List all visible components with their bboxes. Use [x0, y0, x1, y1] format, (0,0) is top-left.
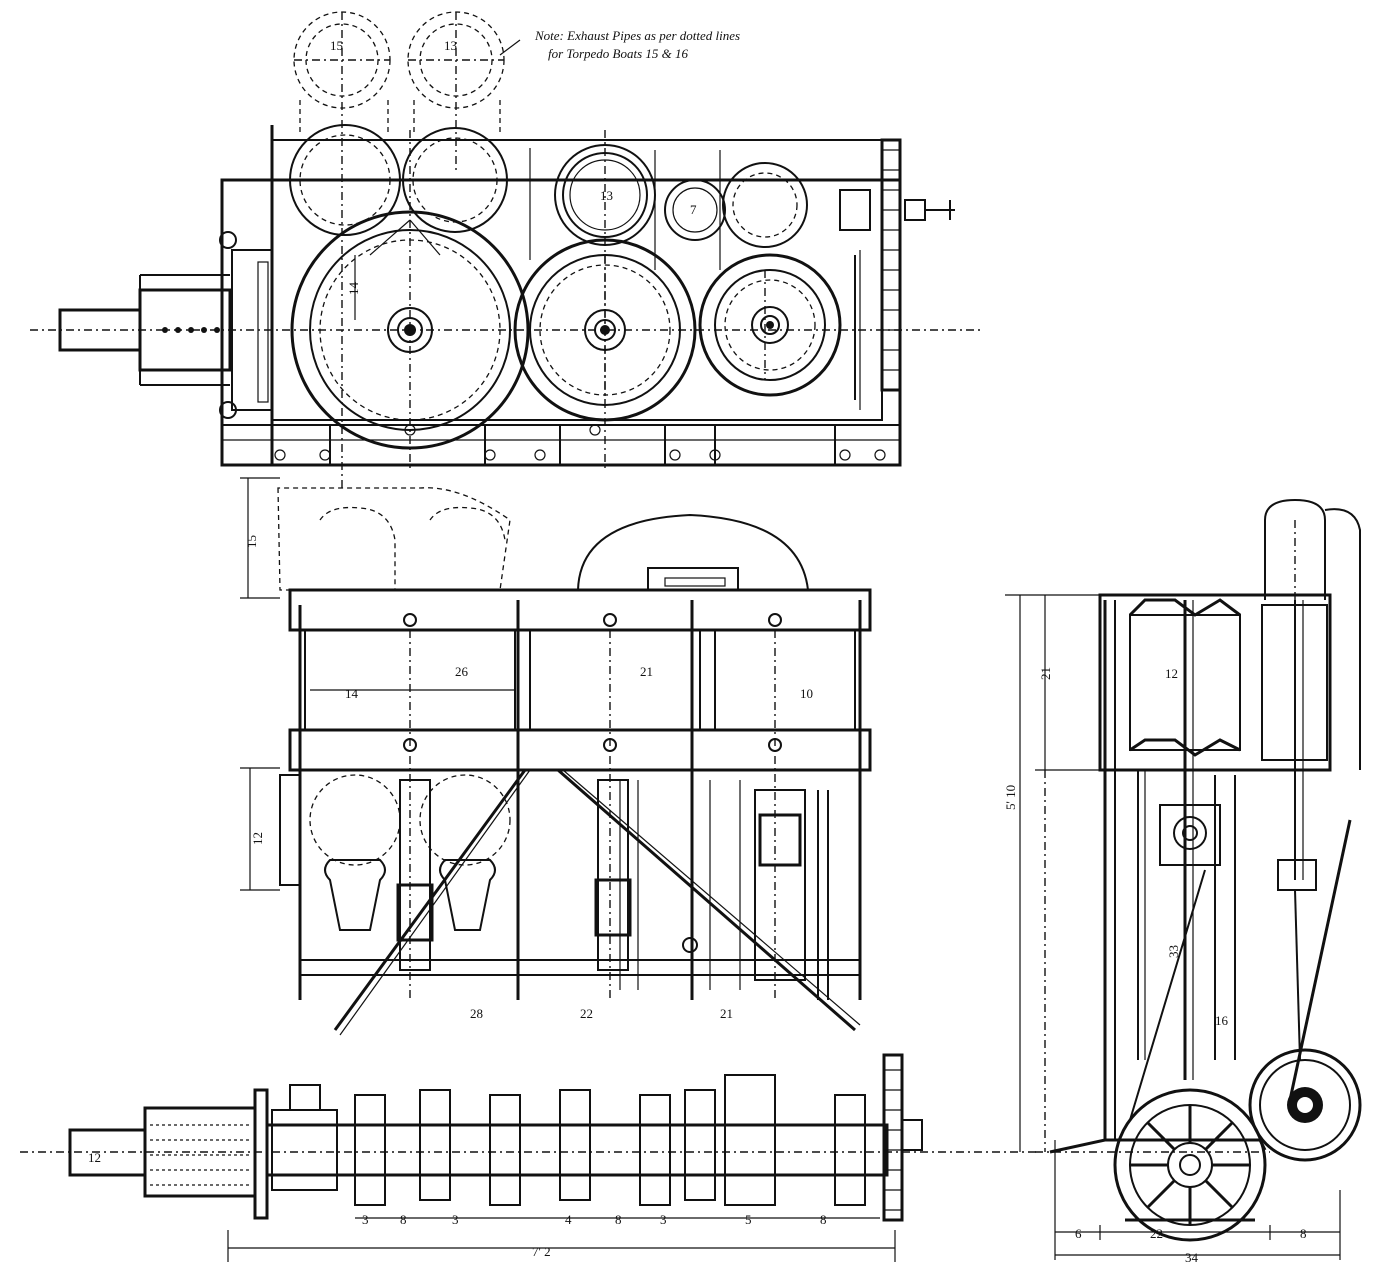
- dim-side-rod: 33: [1166, 945, 1181, 958]
- dim-top-cyl-e: 7: [690, 202, 697, 217]
- diagonal-stay-right: [557, 768, 856, 1032]
- valve-gear-elevation: 12: [240, 767, 829, 1000]
- overall-length-dimension: 7' 2: [227, 1230, 896, 1262]
- diagonal-stay-left: [333, 769, 527, 1031]
- dim-overall-length: 7' 2: [532, 1244, 551, 1259]
- lp-cylinder: [714, 629, 856, 731]
- dim-top-cyl-a: 15: [330, 38, 343, 53]
- plan-bedplate: [220, 178, 902, 467]
- side-elevation: 12 33 16: [1003, 498, 1362, 1265]
- plan-bolts: [274, 424, 886, 465]
- dim-journal-1: 3: [362, 1212, 369, 1227]
- dim-top-cyl-c: 13: [600, 188, 613, 203]
- lp-cylinder-plan: [698, 253, 842, 397]
- dim-ip-bore: 26: [455, 664, 469, 679]
- dim-side-stroke: 21: [1038, 667, 1053, 680]
- dim-pipe-height: 12: [250, 832, 265, 845]
- dim-journal-2: 8: [400, 1212, 407, 1227]
- note-line-2: for Torpedo Boats 15 & 16: [548, 46, 689, 61]
- dim-journal-7: 5: [745, 1212, 752, 1227]
- dim-side-rod-b: 16: [1215, 1013, 1229, 1028]
- dim-exhaust-height: 15: [244, 535, 259, 548]
- valve-chests-plan: 13 7: [289, 124, 808, 270]
- ip-cylinder: [529, 629, 701, 731]
- dim-side-overall: 34: [1185, 1250, 1199, 1265]
- exhaust-pipe-plan: 15 13: [293, 11, 505, 490]
- exhaust-dimension: 15: [240, 477, 280, 599]
- plan-shaft-extension: [58, 231, 273, 419]
- plan-view: 15 13: [30, 11, 980, 599]
- dim-lp-bore-b: 10: [800, 686, 813, 701]
- dim-journal-8: 8: [820, 1212, 827, 1227]
- dim-journal-3: 3: [452, 1212, 459, 1227]
- cylinders-elevation: 14 26 21 10: [288, 588, 872, 1000]
- dim-top-cyl-d: 14: [346, 282, 361, 296]
- drawing-note: Note: Exhaust Pipes as per dotted lines …: [499, 28, 740, 61]
- note-line-1: Note: Exhaust Pipes as per dotted lines: [534, 28, 740, 43]
- side-crank-disc: [1113, 1088, 1267, 1242]
- dim-journal-5: 8: [615, 1212, 622, 1227]
- journal-dimensions: 3 8 3 4 8 3 5 8: [355, 1212, 880, 1227]
- side-cylinder-block: [1098, 593, 1332, 772]
- crankshaft-elevation: 12: [20, 1053, 1040, 1222]
- dim-col-b: 22: [580, 1006, 593, 1021]
- ip-valve-dome: [577, 513, 809, 591]
- side-height-dimensions: 5' 10 21: [1003, 594, 1105, 1152]
- dim-journal-4: 4: [565, 1212, 572, 1227]
- dim-col-a: 28: [470, 1006, 483, 1021]
- dim-journal-6: 3: [660, 1212, 667, 1227]
- exhaust-pipe-elevation: [277, 487, 511, 591]
- dim-shaft: 12: [88, 1150, 101, 1165]
- plan-cylinder-block: [271, 139, 883, 421]
- cylinder-bottom-flange: [288, 728, 872, 772]
- dim-hp-bore: 14: [345, 686, 359, 701]
- cylinder-top-cover: [288, 588, 872, 632]
- dim-side-cyl: 12: [1165, 666, 1178, 681]
- side-base-dimensions: 6 22 8 34: [1054, 1140, 1341, 1265]
- dim-side-base-c: 8: [1300, 1226, 1307, 1241]
- plan-turning-gear: [839, 138, 955, 392]
- dim-side-height: 5' 10: [1003, 785, 1018, 810]
- dim-side-base-b: 22: [1150, 1226, 1163, 1241]
- dim-lp-bore: 21: [640, 664, 653, 679]
- front-elevation: 14 26 21 10 12: [20, 487, 1040, 1262]
- dim-col-c: 21: [720, 1006, 733, 1021]
- dim-top-cyl-b: 13: [444, 38, 457, 53]
- dim-side-base-a: 6: [1075, 1226, 1082, 1241]
- side-eccentric-disc: [1248, 1048, 1362, 1162]
- side-exhaust-pipe: [1264, 498, 1326, 600]
